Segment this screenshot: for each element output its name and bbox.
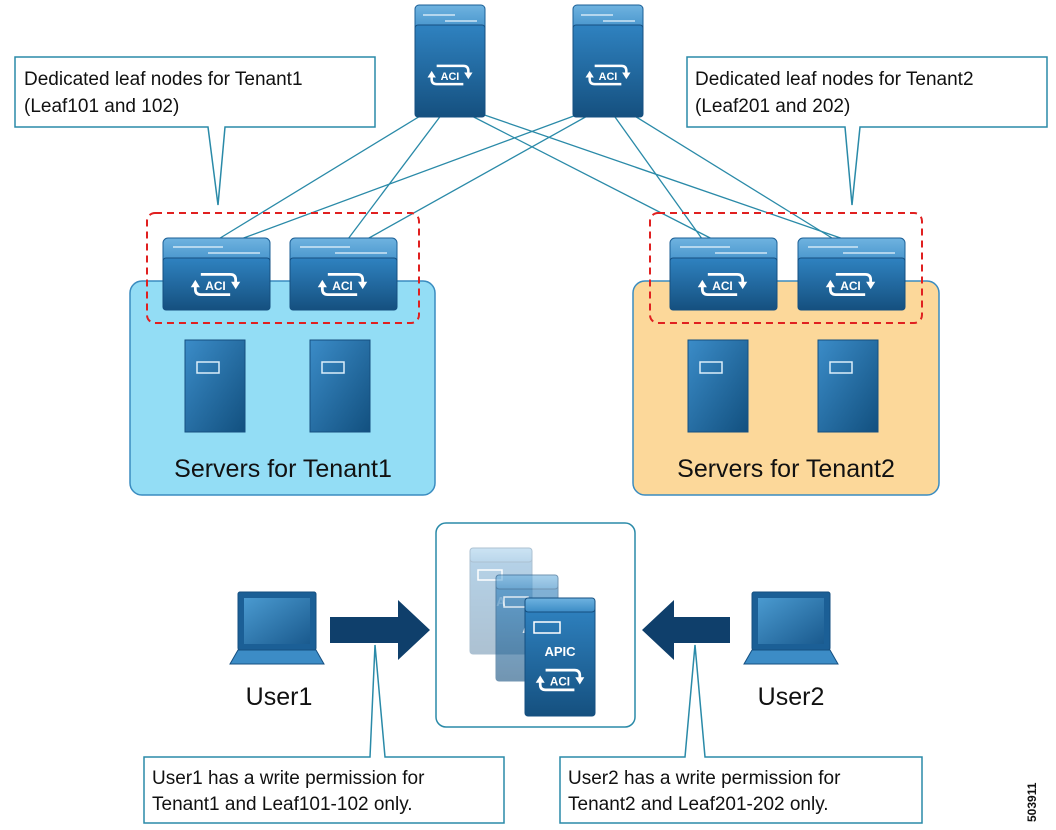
fabric-links — [211, 109, 856, 244]
spine-switch — [414, 4, 486, 118]
leaf-switch-101 — [162, 237, 271, 311]
tenant2-leaf-group — [649, 212, 923, 324]
apic-label: APIC — [544, 644, 576, 659]
tenant1-leaf-group — [146, 212, 420, 324]
leaf-switch-202 — [797, 237, 906, 311]
callout-line: User2 has a write permission for — [568, 768, 841, 789]
apic-controller: APIC — [524, 597, 596, 717]
user1-arrow — [330, 600, 430, 660]
user1-permission-callout: User1 has a write permission for Tenant1… — [143, 644, 505, 824]
callout-line: Tenant1 and Leaf101-102 only. — [152, 794, 413, 815]
callout-line: (Leaf201 and 202) — [695, 96, 850, 117]
user2-label: User2 — [758, 683, 825, 711]
server — [309, 339, 371, 433]
server — [184, 339, 246, 433]
leaf-switch-201 — [669, 237, 778, 311]
callout-line: User1 has a write permission for — [152, 768, 425, 789]
tenant1-leaf-callout: Dedicated leaf nodes for Tenant1 (Leaf10… — [14, 56, 376, 206]
callout-line: Dedicated leaf nodes for Tenant1 — [24, 69, 303, 90]
spine-switch — [572, 4, 644, 118]
server — [687, 339, 749, 433]
figure-id: 503911 — [1025, 782, 1039, 822]
tenant1-zone — [129, 280, 436, 496]
callout-line: Tenant2 and Leaf201-202 only. — [568, 794, 829, 815]
callout-line: Dedicated leaf nodes for Tenant2 — [695, 69, 974, 90]
user2-laptop-icon — [743, 591, 839, 665]
user1-laptop-icon — [229, 591, 325, 665]
tenant2-zone — [632, 280, 940, 496]
tenant2-leaf-callout: Dedicated leaf nodes for Tenant2 (Leaf20… — [686, 56, 1048, 206]
user2-permission-callout: User2 has a write permission for Tenant2… — [559, 644, 923, 824]
tenant2-zone-label: Servers for Tenant2 — [677, 455, 895, 483]
callout-line: (Leaf101 and 102) — [24, 96, 179, 117]
server — [817, 339, 879, 433]
leaf-switch-102 — [289, 237, 398, 311]
user2-arrow — [642, 600, 730, 660]
user1-label: User1 — [246, 683, 313, 711]
tenant1-zone-label: Servers for Tenant1 — [174, 455, 392, 483]
